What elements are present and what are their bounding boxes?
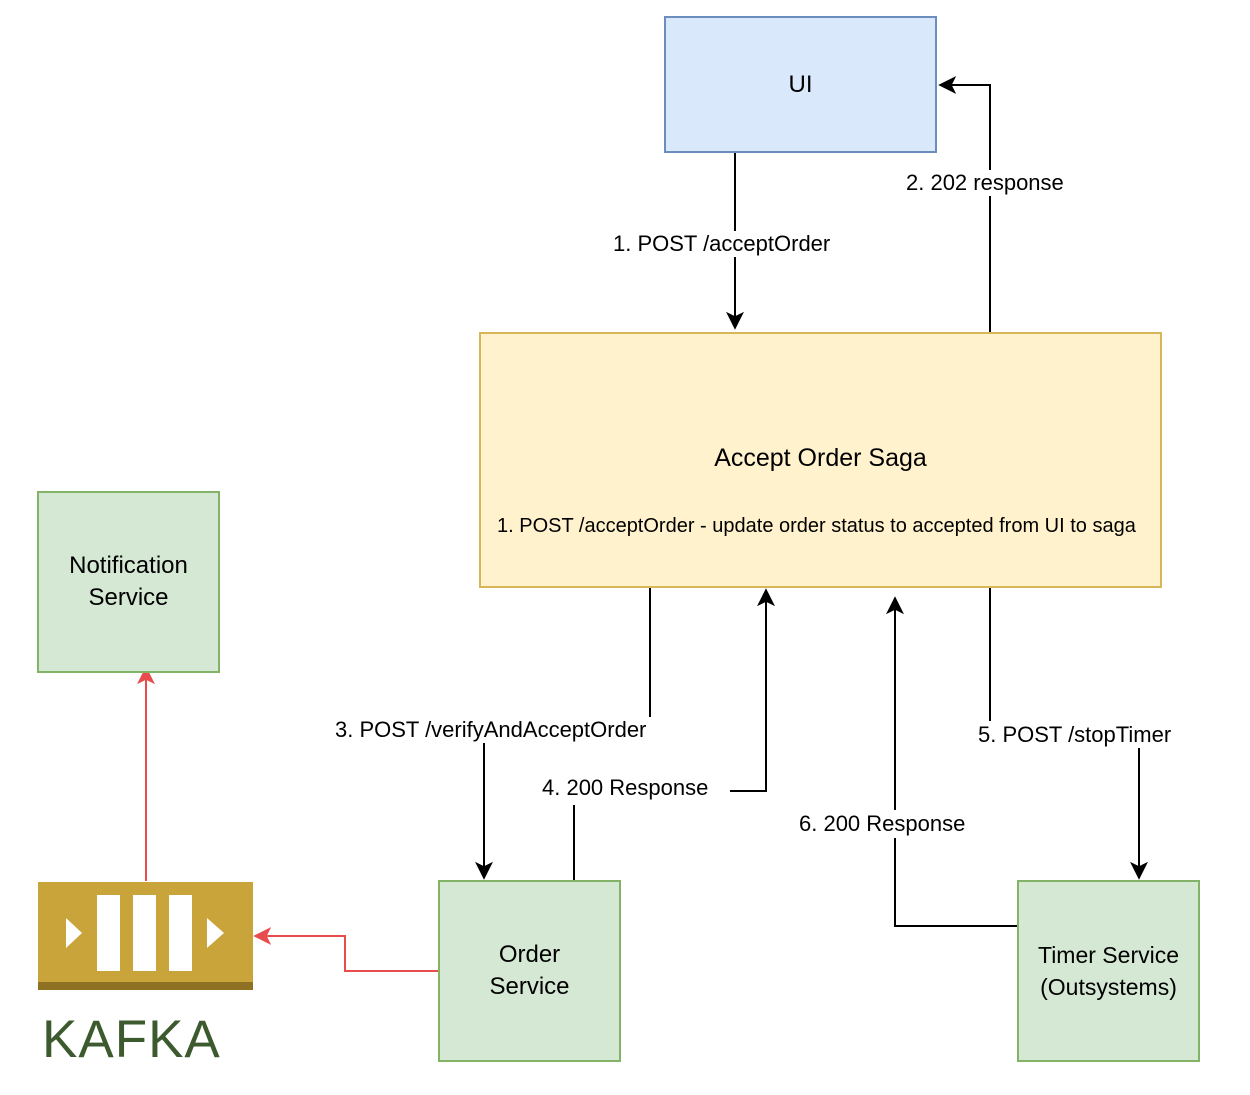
edge-stop-timer bbox=[989, 587, 1139, 878]
order-label-line1: Order bbox=[498, 941, 561, 968]
edge-timer-response bbox=[895, 598, 1017, 927]
kafka-label: KAFKA bbox=[42, 1010, 221, 1069]
ui-label: UI bbox=[788, 70, 813, 98]
edge-label-2: 2. 202 response bbox=[905, 170, 1065, 196]
order-label-line2: Service bbox=[489, 973, 570, 1000]
kafka-queue-icon bbox=[38, 882, 253, 990]
accept-order-saga-node: Accept Order Saga 1. POST /acceptOrder -… bbox=[479, 332, 1162, 588]
notification-label-line2: Service bbox=[88, 584, 169, 611]
edge-order-to-kafka bbox=[253, 927, 438, 972]
edge-label-1: 1. POST /acceptOrder bbox=[612, 231, 832, 257]
edge-202-response bbox=[938, 76, 991, 332]
timer-service-node: Timer Service (Outsystems) bbox=[1017, 880, 1200, 1062]
edge-order-response bbox=[573, 590, 766, 880]
saga-title: Accept Order Saga bbox=[714, 444, 927, 472]
edge-label-4: 4. 200 Response bbox=[541, 775, 710, 801]
edge-label-5: 5. POST /stopTimer bbox=[977, 722, 1173, 748]
edge-verify-accept bbox=[484, 587, 651, 878]
ui-node: UI bbox=[664, 16, 937, 153]
timer-label-line1: Timer Service bbox=[1038, 942, 1179, 968]
notification-label-line1: Notification bbox=[69, 552, 188, 579]
edge-label-3: 3. POST /verifyAndAcceptOrder bbox=[334, 717, 648, 743]
saga-note: 1. POST /acceptOrder - update order stat… bbox=[497, 515, 1136, 537]
notification-service-node: Notification Service bbox=[37, 491, 220, 673]
timer-label-line2: (Outsystems) bbox=[1040, 974, 1177, 1000]
edge-label-6: 6. 200 Response bbox=[798, 811, 967, 837]
order-service-node: Order Service bbox=[438, 880, 621, 1062]
